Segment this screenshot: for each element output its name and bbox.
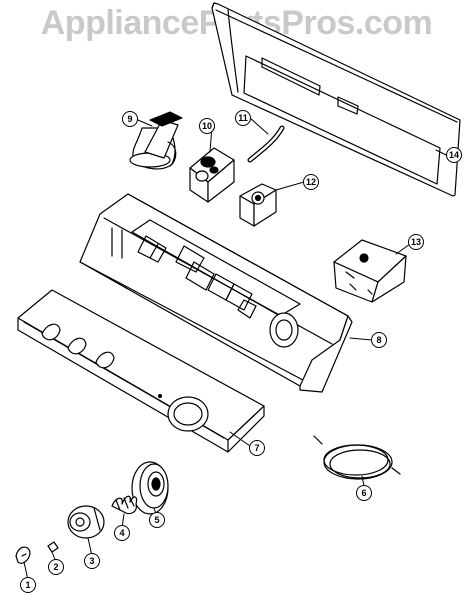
callout-7-circle bbox=[249, 440, 265, 456]
callout-12-label: 12 bbox=[306, 177, 316, 187]
callout-9-label: 9 bbox=[127, 114, 132, 124]
part-wire-harness bbox=[313, 435, 401, 480]
callout-10-circle bbox=[199, 118, 215, 134]
callout-6-label: 6 bbox=[361, 488, 366, 498]
callout-14-circle bbox=[446, 147, 462, 163]
part-control-console bbox=[79, 193, 353, 393]
callout-5-label: 5 bbox=[154, 515, 159, 525]
callout-4-label: 4 bbox=[119, 528, 124, 538]
callout-13-circle bbox=[408, 234, 424, 250]
callout-2-label: 2 bbox=[53, 562, 58, 572]
callout-1-circle bbox=[20, 577, 36, 593]
callout-6-circle bbox=[356, 485, 372, 501]
callout-labels: 1 2 3 4 5 6 7 8 9 10 11 12 13 14 bbox=[25, 113, 459, 590]
part-timer bbox=[333, 239, 407, 303]
callout-7-label: 7 bbox=[254, 443, 259, 453]
callout-2-circle bbox=[48, 559, 64, 575]
callout-8-circle bbox=[371, 332, 387, 348]
part-dial bbox=[131, 461, 169, 515]
part-control-panel bbox=[17, 289, 265, 453]
part-tube bbox=[247, 125, 285, 163]
part-push-switch bbox=[239, 183, 277, 227]
part-clip bbox=[47, 541, 59, 553]
callout-13-label: 13 bbox=[411, 237, 421, 247]
callout-4-circle bbox=[114, 525, 130, 541]
callout-11-circle bbox=[235, 110, 251, 126]
callout-1-label: 1 bbox=[25, 580, 30, 590]
callout-8-label: 8 bbox=[376, 335, 381, 345]
part-timer-knob bbox=[129, 111, 183, 170]
callout-3-circle bbox=[84, 553, 100, 569]
part-small-knob bbox=[15, 546, 31, 564]
callout-9-circle bbox=[122, 111, 138, 127]
callout-12-circle bbox=[303, 174, 319, 190]
part-rotary-switch bbox=[189, 147, 235, 203]
callout-markers bbox=[20, 110, 462, 593]
callout-14-label: 14 bbox=[449, 150, 459, 160]
callout-11-label: 11 bbox=[238, 113, 248, 123]
part-selector-knob bbox=[67, 505, 105, 539]
callout-5-circle bbox=[149, 512, 165, 528]
callout-10-label: 10 bbox=[202, 121, 212, 131]
part-spring bbox=[111, 495, 138, 515]
callout-3-label: 3 bbox=[89, 556, 94, 566]
part-backguard-panel bbox=[211, 2, 461, 197]
